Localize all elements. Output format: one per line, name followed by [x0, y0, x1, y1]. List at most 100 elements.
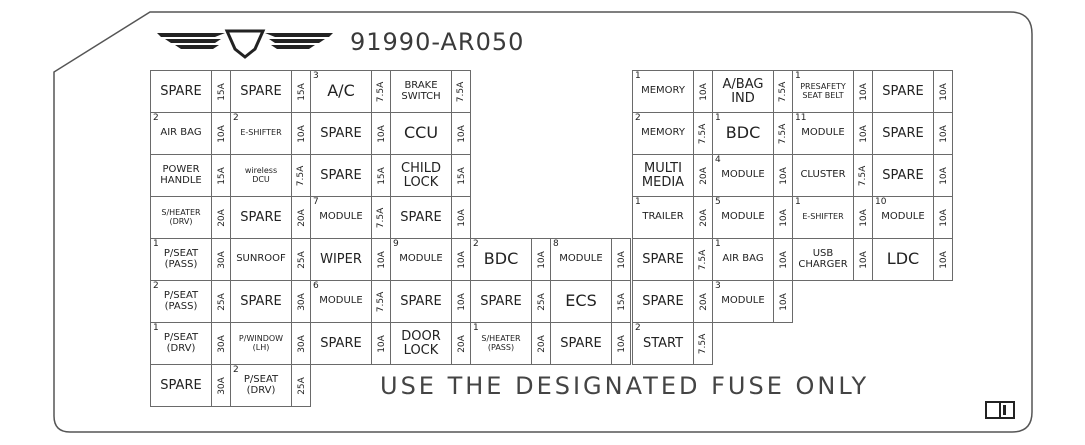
fuse-amperage-text: 10A — [536, 250, 547, 269]
fuse-amperage: 30A — [211, 323, 230, 364]
fuse-amperage: 10A — [693, 71, 712, 112]
fuse-amperage: 10A — [611, 239, 630, 280]
fuse-amperage: 15A — [211, 71, 230, 112]
fuse-index: 2 — [233, 365, 239, 375]
fuse-circuit-name: SPARE — [320, 125, 362, 141]
fuse-amperage: 30A — [211, 365, 230, 406]
fuse-amperage-text: 20A — [698, 208, 709, 227]
fuse-circuit-name: SUNROOF — [236, 253, 286, 265]
fuse-amperage-text: 7.5A — [296, 165, 307, 186]
fuse-amperage-text: 10A — [216, 124, 227, 143]
fuse-amperage-text: 7.5A — [376, 207, 387, 228]
fuse-amperage-text: 10A — [938, 82, 949, 101]
fuse-circuit-name: SPARE — [240, 83, 282, 99]
fuse-amperage: 25A — [531, 281, 550, 322]
fuse-amperage: 10A — [933, 71, 952, 112]
fuse-slot: SUNROOF 25A — [230, 238, 311, 281]
fuse-amperage: 15A — [451, 155, 470, 196]
fuse-circuit-name: BDC — [483, 249, 519, 269]
fuse-index: 1 — [473, 323, 479, 333]
fuse-circuit-name: MODULE — [559, 253, 603, 265]
fuse-index: 1 — [795, 197, 801, 207]
fuse-amperage-text: 7.5A — [698, 123, 709, 144]
fuse-amperage-text: 30A — [296, 292, 307, 311]
fuse-circuit-name: S/HEATER (DRV) — [161, 208, 201, 226]
fuse-amperage: 10A — [451, 239, 470, 280]
fuse-amperage: 30A — [291, 281, 310, 322]
fuse-circuit-name: MODULE — [319, 295, 363, 307]
fuse-index: 2 — [635, 323, 641, 333]
fuse-circuit-name: SPARE — [642, 293, 684, 309]
part-number-label: 91990-AR050 — [350, 28, 525, 56]
fuse-circuit-name: SPARE — [882, 167, 924, 183]
fuse-amperage-text: 10A — [456, 250, 467, 269]
fuse-slot: SPARE 30A — [230, 280, 311, 323]
fuse-amperage: 30A — [211, 239, 230, 280]
fuse-amperage-text: 10A — [858, 124, 869, 143]
fuse-amperage-text: 7.5A — [376, 81, 387, 102]
fuse-circuit-name: SPARE — [560, 335, 602, 351]
fuse-amperage-text: 7.5A — [698, 333, 709, 354]
fuse-amperage-text: 10A — [376, 334, 387, 353]
fuse-circuit-name: E-SHIFTER — [240, 128, 282, 138]
fuse-slot: SPARE 10A — [310, 322, 391, 365]
fuse-amperage-text: 20A — [216, 208, 227, 227]
fuse-amperage: 10A — [853, 197, 872, 238]
fuse-amperage-text: 25A — [216, 292, 227, 311]
fuse-circuit-name: SPARE — [320, 167, 362, 183]
fuse-amperage: 15A — [371, 155, 390, 196]
fuse-amperage: 15A — [211, 155, 230, 196]
fuse-amperage-text: 15A — [216, 166, 227, 185]
fuse-amperage: 25A — [291, 239, 310, 280]
fuse-slot: CLUSTER 7.5A — [792, 154, 873, 197]
fuse-amperage: 10A — [933, 113, 952, 154]
fuse-circuit-name: DOOR LOCK — [401, 328, 441, 358]
fuse-amperage-text: 7.5A — [858, 165, 869, 186]
fuse-amperage: 10A — [371, 239, 390, 280]
fuse-amperage: 10A — [531, 239, 550, 280]
fuse-amperage: 20A — [291, 197, 310, 238]
fuse-index: 8 — [553, 239, 559, 249]
fuse-circuit-name: SPARE — [400, 209, 442, 225]
fuse-amperage-text: 10A — [778, 250, 789, 269]
fuse-amperage-text: 20A — [296, 208, 307, 227]
fuse-circuit-name: SPARE — [400, 293, 442, 309]
fuse-amperage: 10A — [853, 239, 872, 280]
fuse-index: 5 — [715, 197, 721, 207]
fuse-amperage-text: 15A — [376, 166, 387, 185]
fuse-circuit-name: AIR BAG — [160, 127, 202, 139]
fuse-index: 11 — [795, 113, 807, 123]
fuse-amperage-text: 30A — [216, 250, 227, 269]
fuse-circuit-name: MODULE — [721, 295, 765, 307]
fuse-amperage: 7.5A — [693, 239, 712, 280]
fuse-circuit-name: CCU — [403, 123, 439, 143]
fuse-amperage-text: 10A — [938, 166, 949, 185]
fuse-amperage-text: 30A — [216, 334, 227, 353]
fuse-circuit-name: SPARE — [320, 335, 362, 351]
fuse-circuit-name: SPARE — [240, 293, 282, 309]
fuse-circuit-name: MULTI MEDIA — [641, 160, 685, 190]
fuse-slot: S/HEATER (DRV) 20A — [150, 196, 231, 239]
fuse-amperage: 10A — [773, 155, 792, 196]
fuse-amperage: 7.5A — [773, 71, 792, 112]
fuse-amperage: 10A — [853, 71, 872, 112]
fuse-circuit-name: CLUSTER — [800, 169, 846, 181]
fuse-index: 7 — [313, 197, 319, 207]
